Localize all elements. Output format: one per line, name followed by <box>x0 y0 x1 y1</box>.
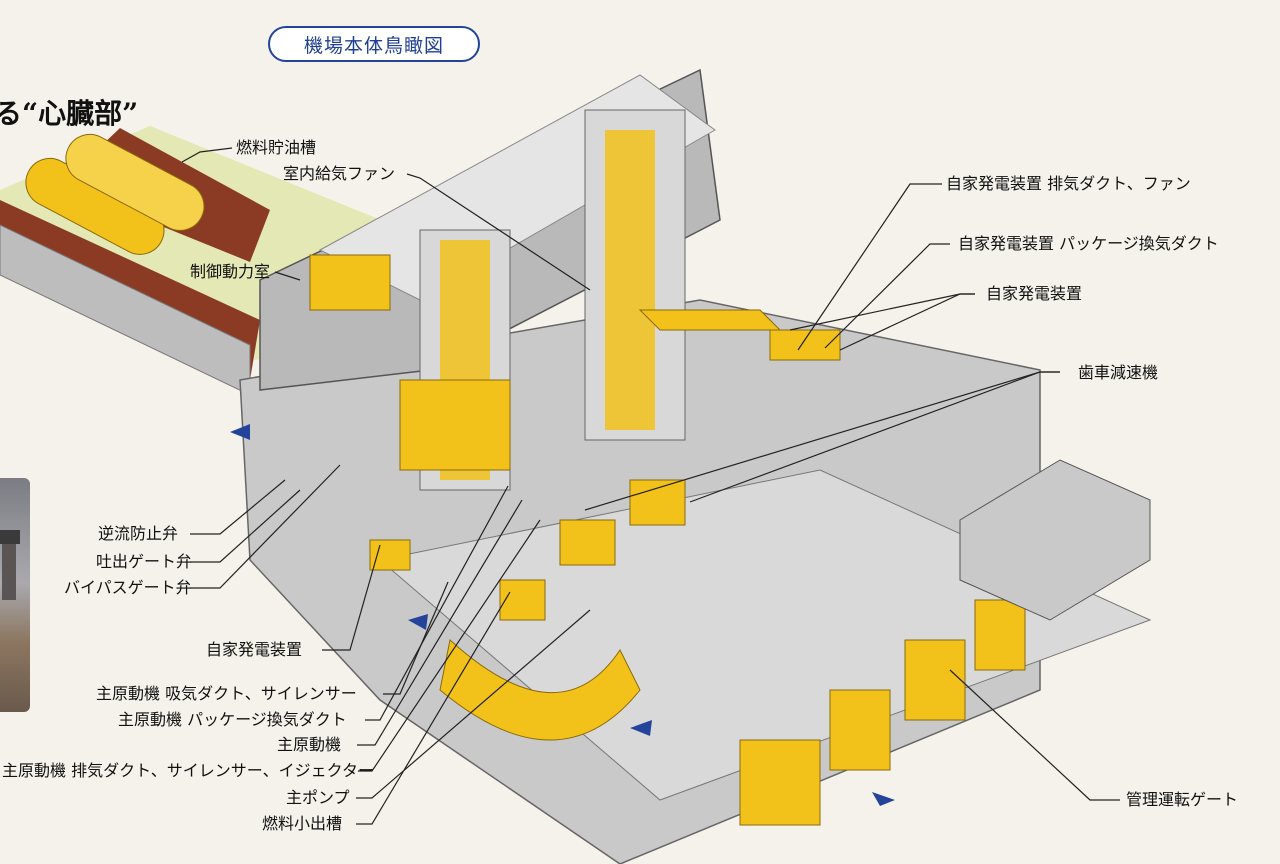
label-gen-unit-right: 自家発電装置 <box>986 284 1083 303</box>
label-engine-intake-duct: 主原動機 吸気ダクト、サイレンサー <box>96 684 357 703</box>
fuel-tanks <box>25 133 205 255</box>
label-check-valve: 逆流防止弁 <box>98 524 179 543</box>
flow-arrows <box>230 424 895 806</box>
gate-bays <box>739 599 1026 826</box>
label-gear-reducer: 歯車減速機 <box>1078 363 1159 382</box>
equipment-blocks <box>309 254 841 621</box>
gate-house <box>959 459 1151 621</box>
photo-building-wall <box>2 544 16 600</box>
label-control-gate: 管理運転ゲート <box>1126 790 1239 809</box>
label-gen-exhaust-duct-fan: 自家発電装置 排気ダクト、ファン <box>946 174 1191 193</box>
label-indoor-supply-fan: 室内給気ファン <box>283 164 396 183</box>
diagram-title: 機場本体鳥瞰図 <box>268 26 480 62</box>
photo-building-roof <box>0 530 20 544</box>
label-engine-exhaust-duct: 主原動機 排気ダクト、サイレンサー、イジェクター <box>2 761 374 780</box>
label-bypass-gate-valve: バイパスゲート弁 <box>64 578 192 597</box>
label-control-power-room: 制御動力室 <box>190 262 271 281</box>
shaft-right-core <box>605 130 655 430</box>
label-main-pump: 主ポンプ <box>286 788 350 807</box>
leader-lines <box>181 147 1120 825</box>
label-gen-unit-left: 自家発電装置 <box>206 640 303 659</box>
label-discharge-gate-valve: 吐出ゲート弁 <box>96 552 193 571</box>
side-photo <box>0 478 30 712</box>
pump-casing <box>439 639 641 741</box>
label-engine-package-vent-duct: 主原動機 パッケージ換気ダクト <box>118 710 347 729</box>
label-fuel-storage-tank: 燃料貯油槽 <box>236 138 317 157</box>
label-main-engine: 主原動機 <box>277 735 342 754</box>
heading-text: る“心臓部” <box>0 97 139 130</box>
label-gen-package-vent-duct: 自家発電装置 パッケージ換気ダクト <box>958 234 1219 253</box>
label-fuel-service-tank: 燃料小出槽 <box>262 814 343 833</box>
